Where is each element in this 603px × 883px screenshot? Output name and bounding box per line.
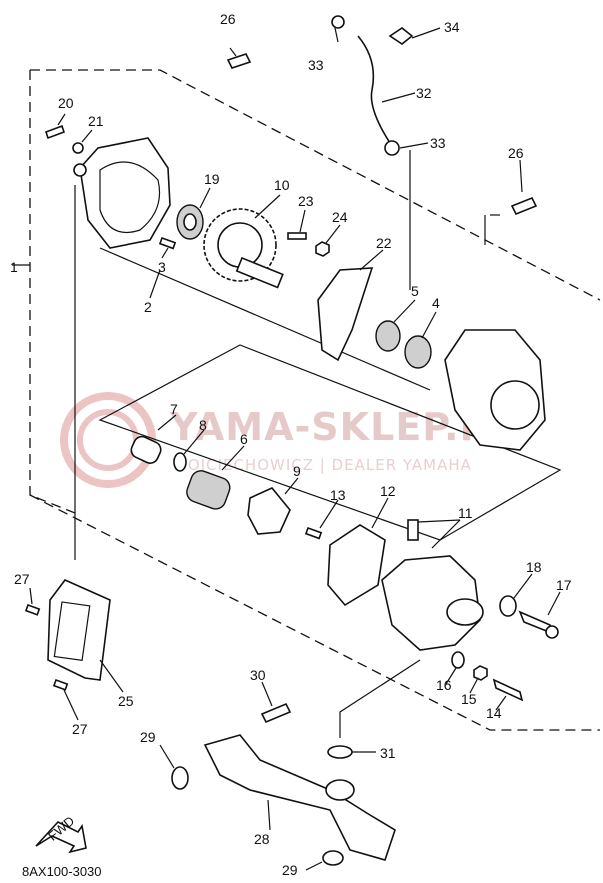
- watermark: YAMA-SKLEP.PL WOJCIECHOWICZ | DEALER YAM…: [60, 392, 514, 488]
- parts: [24, 15, 559, 866]
- callout-32: 32: [416, 85, 432, 101]
- watermark-subtitle: WOJCIECHOWICZ | DEALER YAMAHA: [172, 456, 472, 474]
- fwd-arrow: [35, 821, 87, 854]
- seal-7: [130, 435, 162, 464]
- plate-22: [317, 267, 374, 362]
- callout-8: 8: [199, 417, 207, 433]
- mechanical-seal: [186, 470, 231, 510]
- callout-21: 21: [88, 113, 104, 129]
- callout-30: 30: [250, 667, 266, 683]
- callout-29-left: 29: [140, 729, 156, 745]
- callout-23: 23: [298, 193, 314, 209]
- callout-1: 1: [10, 259, 18, 275]
- water-pipe: [203, 734, 396, 861]
- callout-26-top: 26: [220, 11, 236, 27]
- callout-15: 15: [461, 691, 477, 707]
- watermark-title: YAMA-SKLEP.PL: [169, 405, 514, 449]
- bearing-4: [404, 335, 432, 369]
- callout-17: 17: [556, 577, 572, 593]
- callout-20: 20: [58, 95, 74, 111]
- callout-34: 34: [444, 19, 460, 35]
- callout-18: 18: [526, 559, 542, 575]
- callout-9: 9: [293, 463, 301, 479]
- callout-6: 6: [240, 431, 248, 447]
- callout-33-right: 33: [430, 135, 446, 151]
- callout-25: 25: [118, 693, 134, 709]
- callout-4: 4: [432, 295, 440, 311]
- callout-12: 12: [380, 483, 396, 499]
- callout-5: 5: [411, 283, 419, 299]
- gasket-12: [327, 524, 386, 607]
- callout-13: 13: [330, 487, 346, 503]
- plate-25: [47, 579, 111, 681]
- leader-lines: [29, 27, 561, 871]
- callout-33-top: 33: [308, 57, 324, 73]
- callout-28: 28: [254, 831, 270, 847]
- callout-29-bottom: 29: [282, 862, 298, 878]
- callout-16: 16: [436, 677, 452, 693]
- impeller: [247, 487, 291, 535]
- callout-31: 31: [380, 745, 396, 761]
- diagram-code: 8AX100-3030: [22, 864, 102, 879]
- callout-7: 7: [170, 401, 178, 417]
- callout-14: 14: [486, 705, 502, 721]
- callout-3: 3: [158, 259, 166, 275]
- callout-26-right: 26: [508, 145, 524, 161]
- callout-19: 19: [204, 171, 220, 187]
- callout-22: 22: [376, 235, 392, 251]
- callout-24: 24: [332, 209, 348, 225]
- callout-2: 2: [144, 299, 152, 315]
- callout-10: 10: [274, 177, 290, 193]
- pump-cover: [79, 137, 171, 249]
- callout-27-top: 27: [14, 571, 30, 587]
- callout-27-bottom: 27: [72, 721, 88, 737]
- callouts: 1 2 3 4 5 6 7 8 9 10 11 12 13 14 15 16 1…: [10, 11, 572, 878]
- assembly-outline: [12, 69, 601, 731]
- callout-11: 11: [458, 505, 473, 521]
- bearing-5: [375, 320, 401, 352]
